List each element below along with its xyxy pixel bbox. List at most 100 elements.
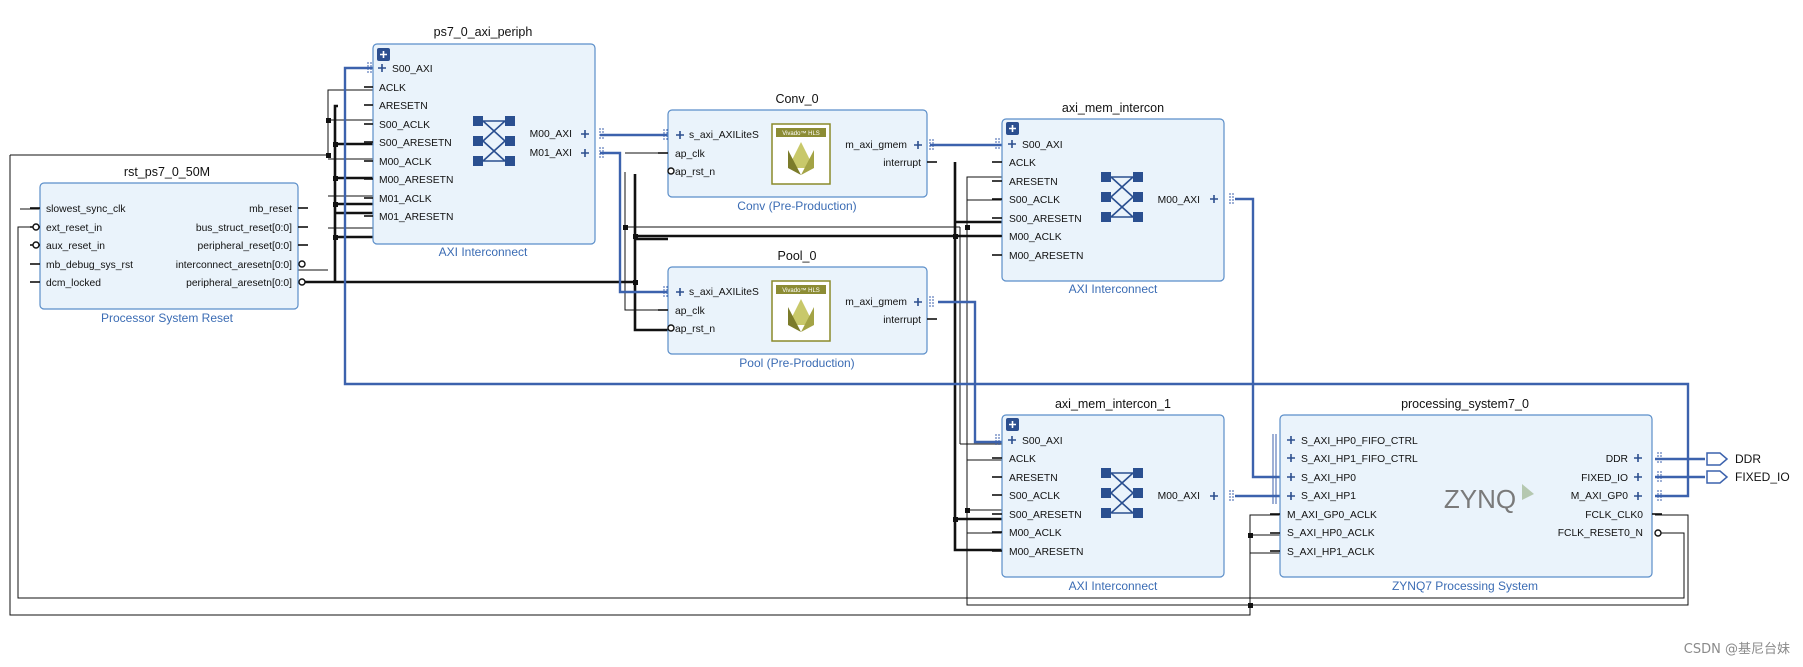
wires	[9, 66, 1705, 616]
port-label: m_axi_gmem	[845, 297, 907, 308]
bus-plus-icon[interactable]	[581, 149, 589, 157]
bus-plus-icon[interactable]	[1008, 436, 1016, 444]
bus-interface-pin[interactable]	[367, 62, 372, 74]
bus-plus-icon[interactable]	[1287, 492, 1295, 500]
port-label: M_AXI_GP0	[1571, 491, 1629, 502]
bus-interface-pin[interactable]	[1657, 490, 1662, 502]
block-processing-system7[interactable]: processing_system7_0 ZYNQ S_AXI_HP0_FIFO…	[1279, 397, 1653, 593]
bus-plus-icon[interactable]	[1287, 473, 1295, 481]
bus-interface-pin[interactable]	[663, 129, 668, 141]
bus-interface-pin[interactable]	[599, 128, 604, 140]
bus-interface-pin[interactable]	[995, 138, 1000, 150]
external-port-ddr[interactable]: DDR	[1706, 452, 1761, 466]
bus-plus-icon[interactable]	[581, 130, 589, 138]
expand-icon[interactable]	[377, 48, 390, 61]
block-title: Pool_0	[778, 249, 817, 263]
inverted-pin-icon[interactable]	[1654, 529, 1662, 537]
fclk-clk0-net[interactable]	[9, 89, 1689, 616]
block-body[interactable]	[372, 43, 596, 245]
inverted-pin-icon[interactable]	[32, 241, 40, 249]
block-axi-mem-intercon-1[interactable]: axi_mem_intercon_1 S00_AXI ACLK ARESETN …	[1001, 397, 1225, 593]
bus-plus-icon[interactable]	[914, 298, 922, 306]
block-rst-ps7[interactable]: rst_ps7_0_50M slowest_sync_clk ext_reset…	[39, 165, 299, 325]
port-label: S00_ARESETN	[379, 138, 452, 149]
bus-plus-icon[interactable]	[914, 141, 922, 149]
port-label: S00_ACLK	[1009, 491, 1060, 502]
bus-plus-icon[interactable]	[1210, 195, 1218, 203]
mem0-to-hp0-net[interactable]	[1235, 197, 1280, 479]
port-label: bus_struct_reset[0:0]	[196, 223, 292, 234]
port-label: S00_AXI	[392, 64, 433, 75]
port-label: DDR	[1606, 454, 1628, 465]
bus-plus-icon[interactable]	[1634, 492, 1642, 500]
bus-interface-pin[interactable]	[1272, 434, 1277, 504]
port-label: interrupt	[883, 315, 921, 326]
port-label: ARESETN	[379, 101, 428, 112]
port-label: ap_clk	[675, 306, 706, 317]
bus-plus-icon[interactable]	[676, 288, 684, 296]
bus-plus-icon[interactable]	[1008, 140, 1016, 148]
block-body[interactable]	[1001, 118, 1225, 282]
port-label: mb_debug_sys_rst	[46, 260, 133, 271]
bus-interface-pin[interactable]	[929, 139, 934, 151]
inverted-pin-icon[interactable]	[298, 260, 306, 268]
block-title: rst_ps7_0_50M	[124, 165, 210, 179]
block-conv[interactable]: Conv_0 Vivado™ HLS s_axi_AXILiteS ap_clk…	[667, 92, 928, 213]
port-label: peripheral_aresetn[0:0]	[186, 278, 292, 289]
port-label: M00_ARESETN	[379, 175, 453, 186]
port-label: ap_rst_n	[675, 324, 715, 335]
bus-interface-pin[interactable]	[929, 296, 934, 308]
peripheral-aresetn-net[interactable]	[298, 104, 1002, 552]
inverted-pin-icon[interactable]	[667, 167, 675, 175]
block-caption: AXI Interconnect	[439, 245, 528, 259]
vivado-hls-logo: Vivado™ HLS	[771, 280, 831, 342]
bus-interface-pin[interactable]	[663, 286, 668, 298]
bus-interface-pin[interactable]	[599, 147, 604, 159]
m01-axi-periph-to-pool[interactable]	[600, 151, 668, 294]
m-axi-gp0-net[interactable]	[343, 66, 1690, 498]
bus-plus-icon[interactable]	[1210, 492, 1218, 500]
block-body[interactable]	[39, 182, 299, 310]
bus-interface-pin[interactable]	[1229, 193, 1234, 205]
bus-interface-pin[interactable]	[1657, 452, 1662, 464]
inverted-pin-icon[interactable]	[298, 278, 306, 286]
port-label: S_AXI_HP1_FIFO_CTRL	[1301, 454, 1418, 465]
pool-gmem-net[interactable]	[938, 300, 1002, 444]
block-caption: AXI Interconnect	[1069, 579, 1158, 593]
bus-plus-icon[interactable]	[1634, 473, 1642, 481]
port-label: M01_ACLK	[379, 194, 432, 205]
port-label: M_AXI_GP0_ACLK	[1287, 510, 1377, 521]
port-label: peripheral_reset[0:0]	[198, 241, 293, 252]
port-label: mb_reset	[249, 204, 292, 215]
bus-plus-icon[interactable]	[1634, 454, 1642, 462]
inverted-pin-icon[interactable]	[32, 223, 40, 231]
block-caption: AXI Interconnect	[1069, 282, 1158, 296]
expand-icon[interactable]	[1006, 418, 1019, 431]
bus-plus-icon[interactable]	[378, 64, 386, 72]
port-label: M00_AXI	[1158, 195, 1200, 206]
bus-interface-pin[interactable]	[1229, 490, 1234, 502]
port-label: FCLK_CLK0	[1585, 510, 1643, 521]
block-axi-mem-intercon[interactable]: axi_mem_intercon S00_AXI ACLK ARESETN S0…	[1001, 101, 1225, 296]
port-label: FCLK_RESET0_N	[1558, 528, 1643, 539]
block-title: Conv_0	[775, 92, 818, 106]
bus-plus-icon[interactable]	[676, 131, 684, 139]
block-body[interactable]	[1001, 414, 1225, 578]
bus-plus-icon[interactable]	[1287, 436, 1295, 444]
external-port-fixed-io[interactable]: FIXED_IO	[1706, 470, 1790, 484]
port-label: S00_ARESETN	[1009, 214, 1082, 225]
bus-interface-pin[interactable]	[1657, 471, 1662, 483]
crossbar-icon	[473, 116, 515, 166]
block-caption: Conv (Pre-Production)	[737, 199, 856, 213]
port-label: S00_AXI	[1022, 436, 1063, 447]
bus-plus-icon[interactable]	[1287, 454, 1295, 462]
port-label: ARESETN	[1009, 177, 1058, 188]
block-ps7-axi-periph[interactable]: ps7_0_axi_periph S00_AXI ACLK ARESETN S0…	[372, 25, 596, 259]
bus-interface-pin[interactable]	[995, 434, 1000, 446]
expand-icon[interactable]	[1006, 122, 1019, 135]
inverted-pin-icon[interactable]	[667, 324, 675, 332]
block-pool[interactable]: Pool_0 Vivado™ HLS s_axi_AXILiteS ap_clk…	[667, 249, 928, 370]
port-label: S00_ACLK	[379, 120, 430, 131]
port-label: M00_ACLK	[1009, 232, 1062, 243]
block-body[interactable]	[1279, 414, 1653, 578]
